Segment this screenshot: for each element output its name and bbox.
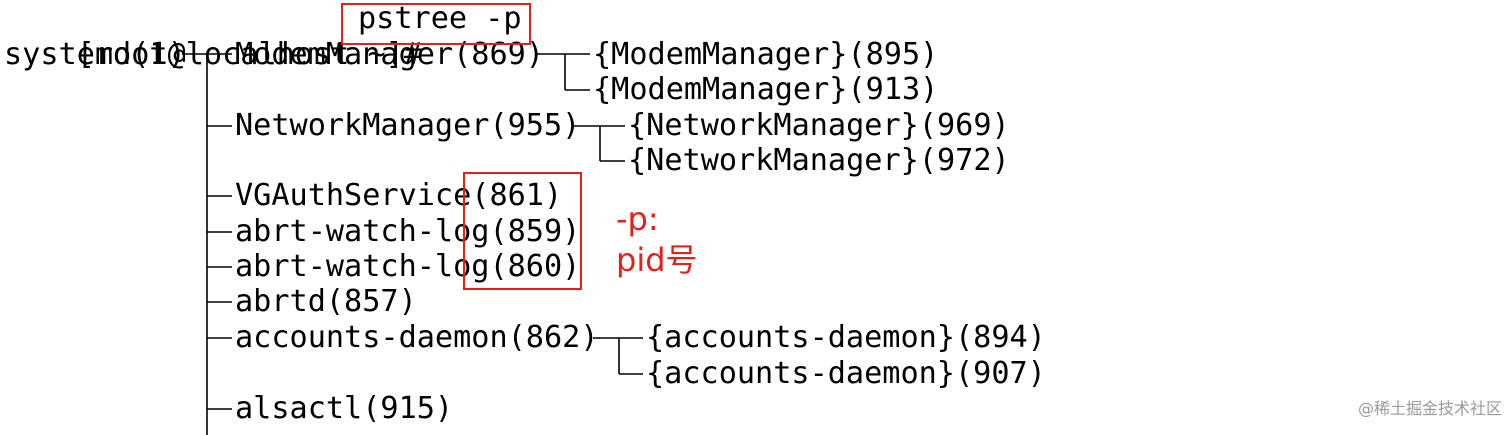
pid-highlight-box — [463, 172, 582, 290]
thread-modemmanager-913: {ModemManager}(913) — [593, 72, 939, 107]
command-text: pstree -p — [358, 1, 522, 36]
process-vgauthservice: VGAuthService(861) — [235, 178, 563, 213]
annotation-description: pid号 — [616, 241, 698, 279]
thread-accounts-daemon-907: {accounts-daemon}(907) — [646, 356, 1046, 391]
shell-prompt: [root@localhost ~]# — [76, 37, 423, 72]
watermark: @稀土掘金技术社区 — [1357, 399, 1502, 418]
process-accounts-daemon: accounts-daemon(862) — [235, 320, 599, 355]
annotation-flag: -p: — [616, 200, 659, 238]
process-systemd: systemd(1) — [4, 37, 186, 72]
thread-accounts-daemon-894: {accounts-daemon}(894) — [646, 320, 1046, 355]
thread-modemmanager-895: {ModemManager}(895) — [593, 37, 939, 72]
prompt-line: [root@localhost ~]# — [4, 1, 422, 72]
process-networkmanager: NetworkManager(955) — [235, 108, 581, 143]
process-abrtd: abrtd(857) — [235, 284, 417, 319]
thread-networkmanager-969: {NetworkManager}(969) — [628, 108, 1010, 143]
process-alsactl: alsactl(915) — [235, 391, 454, 426]
process-abrt-watch-log-860: abrt-watch-log(860) — [235, 249, 581, 284]
thread-networkmanager-972: {NetworkManager}(972) — [628, 143, 1010, 178]
process-modemmanager: ModemManager(869) — [235, 37, 544, 72]
process-abrt-watch-log-859: abrt-watch-log(859) — [235, 214, 581, 249]
command-highlight-box — [341, 3, 531, 45]
